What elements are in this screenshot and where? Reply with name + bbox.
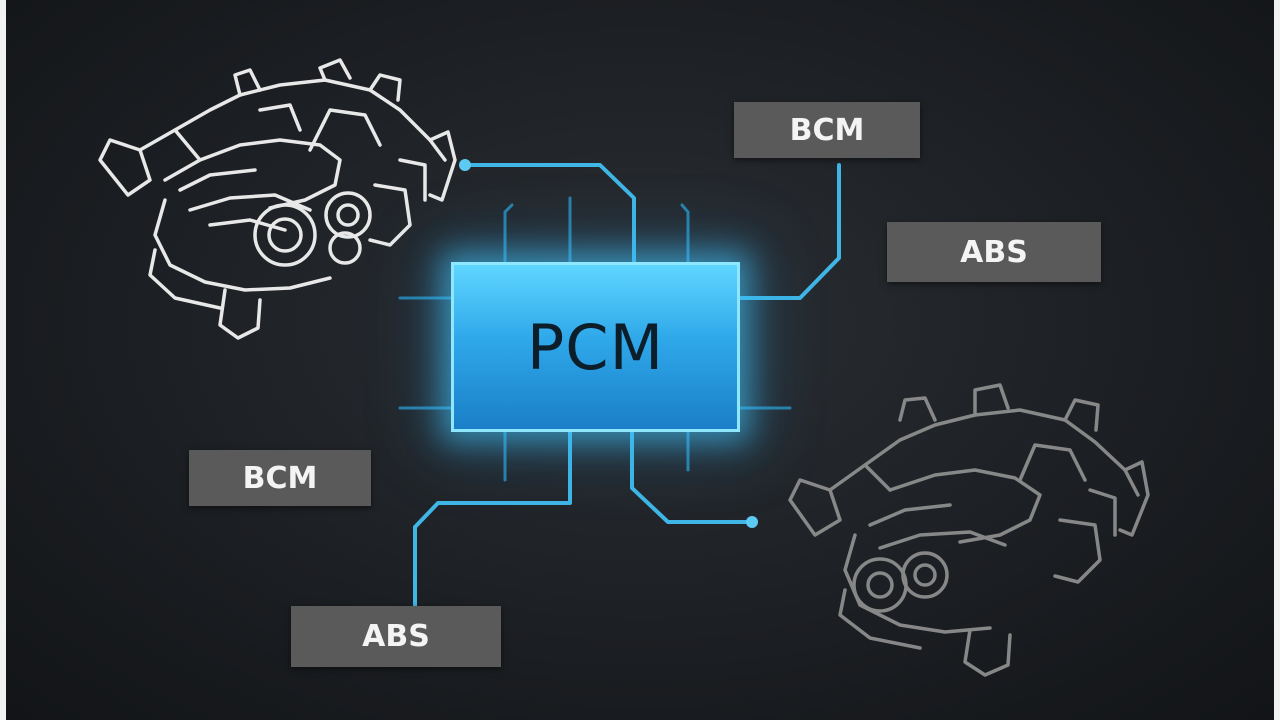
trace-engine-top bbox=[463, 163, 636, 264]
frame-edge-left bbox=[0, 0, 6, 720]
pcm-label: PCM bbox=[526, 310, 665, 384]
abs-module-box-bottom: ABS bbox=[291, 606, 501, 667]
pcm-module-chip: PCM bbox=[451, 262, 740, 432]
chip-pin bbox=[680, 203, 690, 264]
frame-edge-right bbox=[1274, 0, 1280, 720]
trace-abs-bottom bbox=[413, 430, 572, 608]
trace-endpoint-bottom bbox=[746, 516, 758, 528]
trace-bcm-top bbox=[738, 163, 841, 300]
trace-engine-bottom bbox=[630, 430, 754, 524]
engine-outline-icon bbox=[788, 383, 1150, 677]
chip-pin bbox=[503, 203, 514, 264]
trace-endpoint-top bbox=[459, 159, 471, 171]
bcm-module-box-top: BCM bbox=[734, 102, 920, 158]
abs-module-box-right: ABS bbox=[887, 222, 1101, 282]
bcm-module-box-left: BCM bbox=[189, 450, 371, 506]
engine-outline-icon bbox=[98, 58, 457, 340]
